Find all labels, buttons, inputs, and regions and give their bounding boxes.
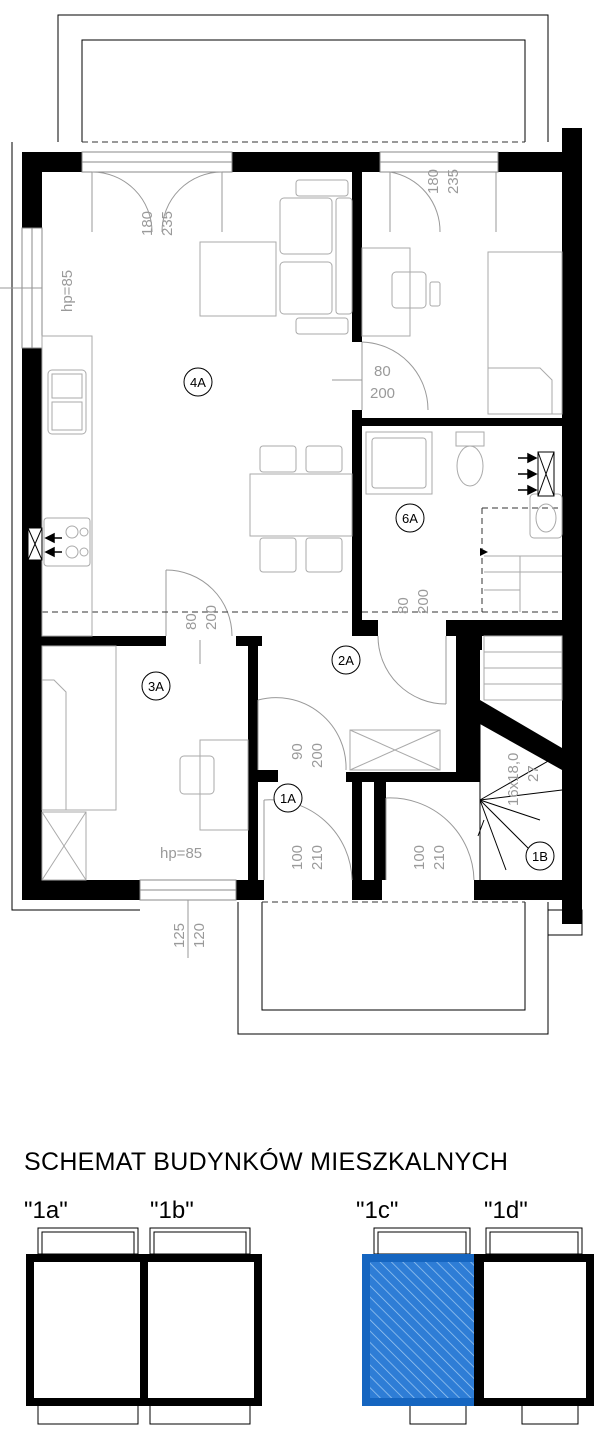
window-1-height: 235 [159,211,176,236]
room-1a-label: 1A [280,791,296,806]
schema-building-group-left [26,1227,262,1425]
dimension-labels: 180 235 180 235 hp=85 80 200 80 200 80 2… [59,169,542,948]
bottom-window-height: 120 [191,923,208,948]
entrance-door-height: 210 [309,845,326,870]
room-3a-door-width: 80 [183,613,200,630]
bedroom-door-width: 80 [374,363,391,380]
door-1a-width: 90 [289,743,306,760]
room-3a-door-height: 200 [203,605,220,630]
bottom-window-hp: hp=85 [160,845,202,862]
room-4a-label: 4A [190,375,206,390]
room-labels: 4A 6A 3A 2A 1A 1B [141,367,555,871]
building-1c-label: "1c" [356,1197,398,1224]
building-1b-block [140,1254,262,1406]
stairs-lower [477,724,563,880]
windows [21,151,499,901]
entrance-door-width: 100 [289,845,306,870]
side-window-hp: hp=85 [59,270,76,312]
building-1d-label: "1d" [484,1197,528,1224]
bath-door-width: 80 [395,597,412,614]
entrance-2-door-width: 100 [411,845,428,870]
dim-tick-lines [0,287,362,958]
building-1d-block [476,1254,594,1406]
external-walls [22,128,582,924]
window-1-width: 180 [139,211,156,236]
bath-door-height: 200 [415,589,432,614]
room-1b-label: 1B [532,849,548,864]
dashed-lines [42,141,562,903]
bedroom-door-height: 200 [370,385,395,402]
schema-title: SCHEMAT BUDYNKÓW MIESZKALNYCH [24,1147,508,1176]
schema-building-group-right [362,1227,594,1425]
stairs-size: 16x18,0 [505,753,522,806]
stairs-depth: 27 [525,765,542,782]
building-1a-label: "1a" [24,1197,68,1224]
furniture [41,179,563,881]
ventilation-markers [27,451,555,561]
window-2-width: 180 [425,169,442,194]
building-1a-block [26,1254,148,1406]
room-3a-label: 3A [148,679,164,694]
room-6a-label: 6A [402,511,418,526]
building-1c-block [362,1254,482,1406]
entrance-2-door-height: 210 [431,845,448,870]
door-1a-height: 200 [309,743,326,768]
window-2-height: 235 [445,169,462,194]
internal-walls [42,172,562,882]
room-2a-label: 2A [338,653,354,668]
building-1b-label: "1b" [150,1197,194,1224]
bottom-window-width: 125 [171,923,188,948]
